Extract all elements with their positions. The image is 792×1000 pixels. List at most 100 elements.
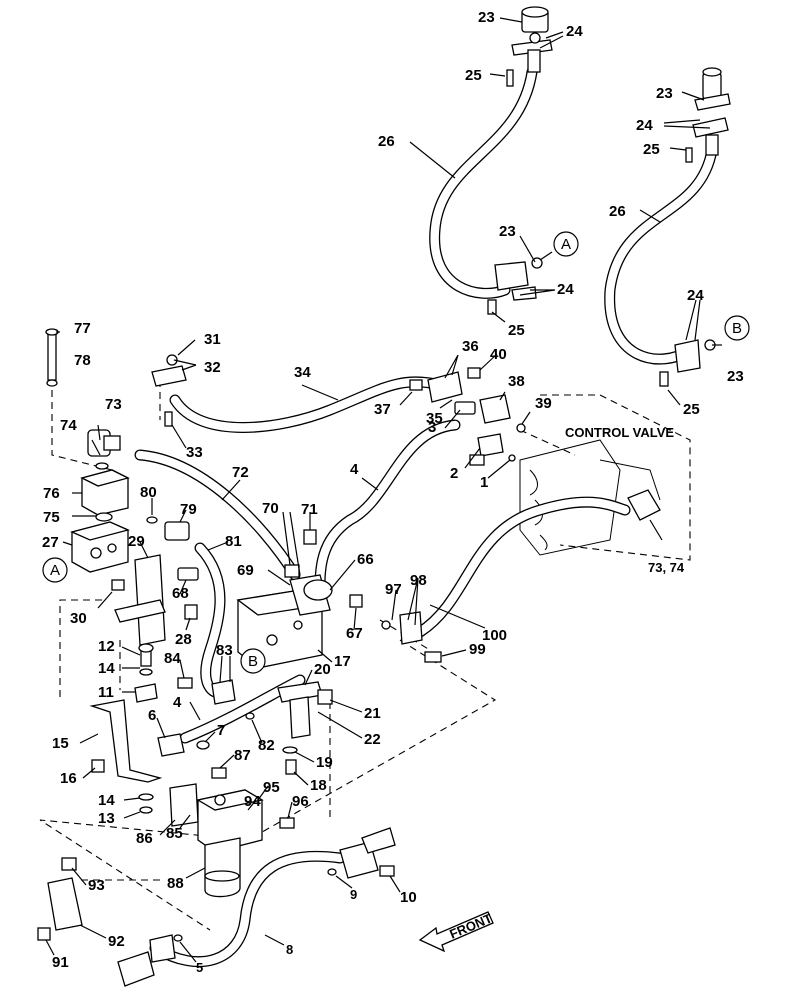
callout: 24 (566, 23, 583, 40)
callout: 3 (428, 419, 436, 436)
callout: 73, 74 (648, 560, 685, 575)
callout: 22 (364, 731, 381, 748)
callout: 31 (204, 331, 221, 348)
callout: 23 (727, 368, 744, 385)
callout: 26 (378, 133, 395, 150)
leader-lines (45, 17, 722, 963)
control-valve-label: CONTROL VALVE (565, 425, 674, 440)
callout: 99 (469, 641, 486, 658)
callout: 69 (237, 562, 254, 579)
callout: 82 (258, 737, 275, 754)
callout: 35 (426, 410, 443, 427)
callout: 81 (225, 533, 242, 550)
callout: 73 (105, 396, 122, 413)
callout: 5 (196, 960, 203, 975)
callout: 25 (508, 322, 525, 339)
callout: 37 (374, 401, 391, 418)
callout: 92 (108, 933, 125, 950)
callout: 78 (74, 352, 91, 369)
callout: 26 (609, 203, 626, 220)
callout: 13 (98, 810, 115, 827)
callout: 8 (286, 942, 293, 957)
callout: 23 (499, 223, 516, 240)
callout: 30 (70, 610, 87, 627)
hose-72 (134, 449, 301, 581)
callout: 25 (683, 401, 700, 418)
callout: 28 (175, 631, 192, 648)
callout: 86 (136, 830, 153, 847)
hose-81 (194, 542, 226, 698)
callout: 23 (656, 85, 673, 102)
ref-circle-a-left-label: A (50, 562, 60, 579)
ref-circle-a-top-label: A (561, 236, 571, 253)
callout: 11 (98, 684, 114, 701)
callout: 80 (140, 484, 157, 501)
callout: 83 (216, 642, 233, 659)
callout: 36 (462, 338, 479, 355)
callout: 20 (314, 661, 331, 678)
callout: 33 (186, 444, 203, 461)
callout: 10 (400, 889, 417, 906)
callout: 91 (52, 954, 69, 971)
ref-circle-a-left (42, 557, 68, 583)
circle-refs: A B A B (42, 231, 750, 674)
callout: 68 (172, 585, 189, 602)
callout: 4 (173, 694, 182, 711)
dashed-assembly-lines (39, 380, 691, 931)
hose-4-lower (179, 674, 306, 744)
callout: 12 (98, 638, 115, 655)
ref-circle-b-mid (240, 648, 266, 674)
callout: 16 (60, 770, 77, 787)
hose-34 (169, 376, 446, 433)
callout: 96 (292, 793, 309, 810)
callout: 7 (217, 722, 225, 739)
callout: 4 (350, 461, 359, 478)
callout: 74 (60, 417, 77, 434)
callout: 75 (43, 509, 60, 526)
callout: 14 (98, 660, 115, 677)
callout: 15 (52, 735, 69, 752)
hose-4-upper (314, 419, 461, 596)
callout: 87 (234, 747, 251, 764)
callout: 1 (480, 474, 488, 491)
callout: 38 (508, 373, 525, 390)
callout: 77 (74, 320, 91, 337)
callout: 76 (43, 485, 60, 502)
callout: 24 (557, 281, 574, 298)
callout: 34 (294, 364, 311, 381)
ref-circle-b-top-label: B (732, 320, 742, 337)
fittings (37, 6, 731, 987)
control-valve: CONTROL VALVE (519, 425, 674, 556)
callout: 84 (164, 650, 181, 667)
callout: 39 (535, 395, 552, 412)
callout: 18 (310, 777, 327, 794)
callout: 40 (490, 346, 507, 363)
ref-circle-b-mid-label: B (248, 653, 258, 670)
callout: 9 (350, 887, 357, 902)
callout: 24 (687, 287, 704, 304)
callout: 100 (482, 627, 507, 644)
hose-26-right (604, 144, 718, 365)
callout: 2 (450, 465, 458, 482)
hose-26-left (429, 66, 538, 299)
callout: 85 (166, 825, 183, 842)
callout: 97 (385, 581, 402, 598)
callout: 27 (42, 534, 59, 551)
callout: 67 (346, 625, 363, 642)
callout: 79 (180, 501, 197, 518)
callout: 19 (316, 754, 333, 771)
callout: 6 (148, 707, 156, 724)
callout: 66 (357, 551, 374, 568)
front-arrow: FRONT (418, 910, 494, 953)
callout: 21 (364, 705, 381, 722)
callout: 24 (636, 117, 653, 134)
hose-100 (414, 496, 631, 638)
callout: 29 (128, 533, 145, 550)
callout: 32 (204, 359, 221, 376)
callout-labels: 23 24 25 26 23 24 25 23 24 25 26 24 23 2… (42, 9, 744, 975)
callout: 70 (262, 500, 279, 517)
callout: 98 (410, 572, 427, 589)
callout: 25 (643, 141, 660, 158)
